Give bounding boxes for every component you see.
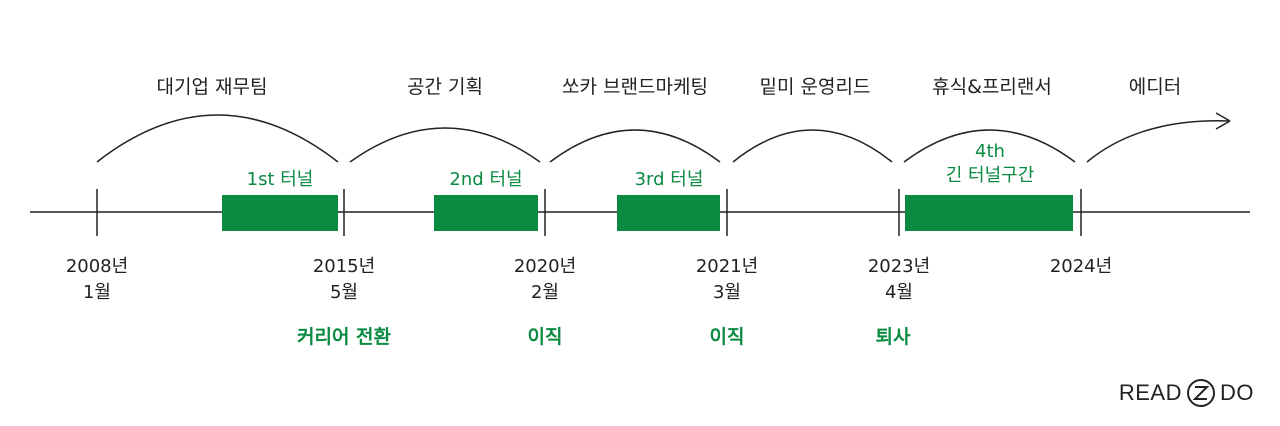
tunnel-label-1: 1st 터널 (246, 169, 314, 190)
phase-arrow-6 (1086, 120, 1230, 163)
tunnel-label-3: 3rd 터널 (634, 169, 704, 190)
phase-label-3: 쏘카 브랜드마케팅 (562, 76, 708, 98)
logo-text-do: DO (1220, 380, 1254, 405)
date-label-2024: 2024년 (1049, 256, 1113, 277)
phase-label-4: 밑미 운영리드 (759, 76, 871, 98)
arrow-head-lower (1215, 120, 1231, 130)
phase-arc-5 (903, 129, 1076, 163)
phase-label-2: 공간 기획 (407, 76, 483, 98)
event-label-job-change-2: 이직 (709, 326, 745, 348)
logo-text-read: READ (1118, 380, 1182, 405)
phase-label-6: 에디터 (1128, 76, 1182, 98)
readzdo-logo: READ DO (1119, 378, 1254, 408)
phase-arc-1 (96, 114, 339, 163)
event-label-resignation: 퇴사 (875, 326, 911, 348)
phase-label-5: 휴식&프리랜서 (932, 76, 1052, 98)
tunnel-bar-4 (905, 195, 1073, 231)
phase-arc-4 (732, 129, 893, 163)
tunnel-bar-1 (222, 195, 338, 231)
event-label-job-change-1: 이직 (527, 326, 563, 348)
event-label-career-change: 커리어 전환 (296, 326, 392, 348)
phase-arc-3 (549, 129, 721, 163)
tunnel-label-4: 4th 긴 터널구간 (945, 141, 1035, 186)
phase-arc-2 (349, 127, 541, 163)
tunnel-label-2: 2nd 터널 (449, 169, 523, 190)
arrow-head-upper (1215, 112, 1231, 122)
phase-label-1: 대기업 재무팀 (156, 76, 268, 98)
logo-z-mark (1187, 379, 1215, 407)
tunnel-bar-3 (617, 195, 720, 231)
tunnel-bar-2 (434, 195, 538, 231)
